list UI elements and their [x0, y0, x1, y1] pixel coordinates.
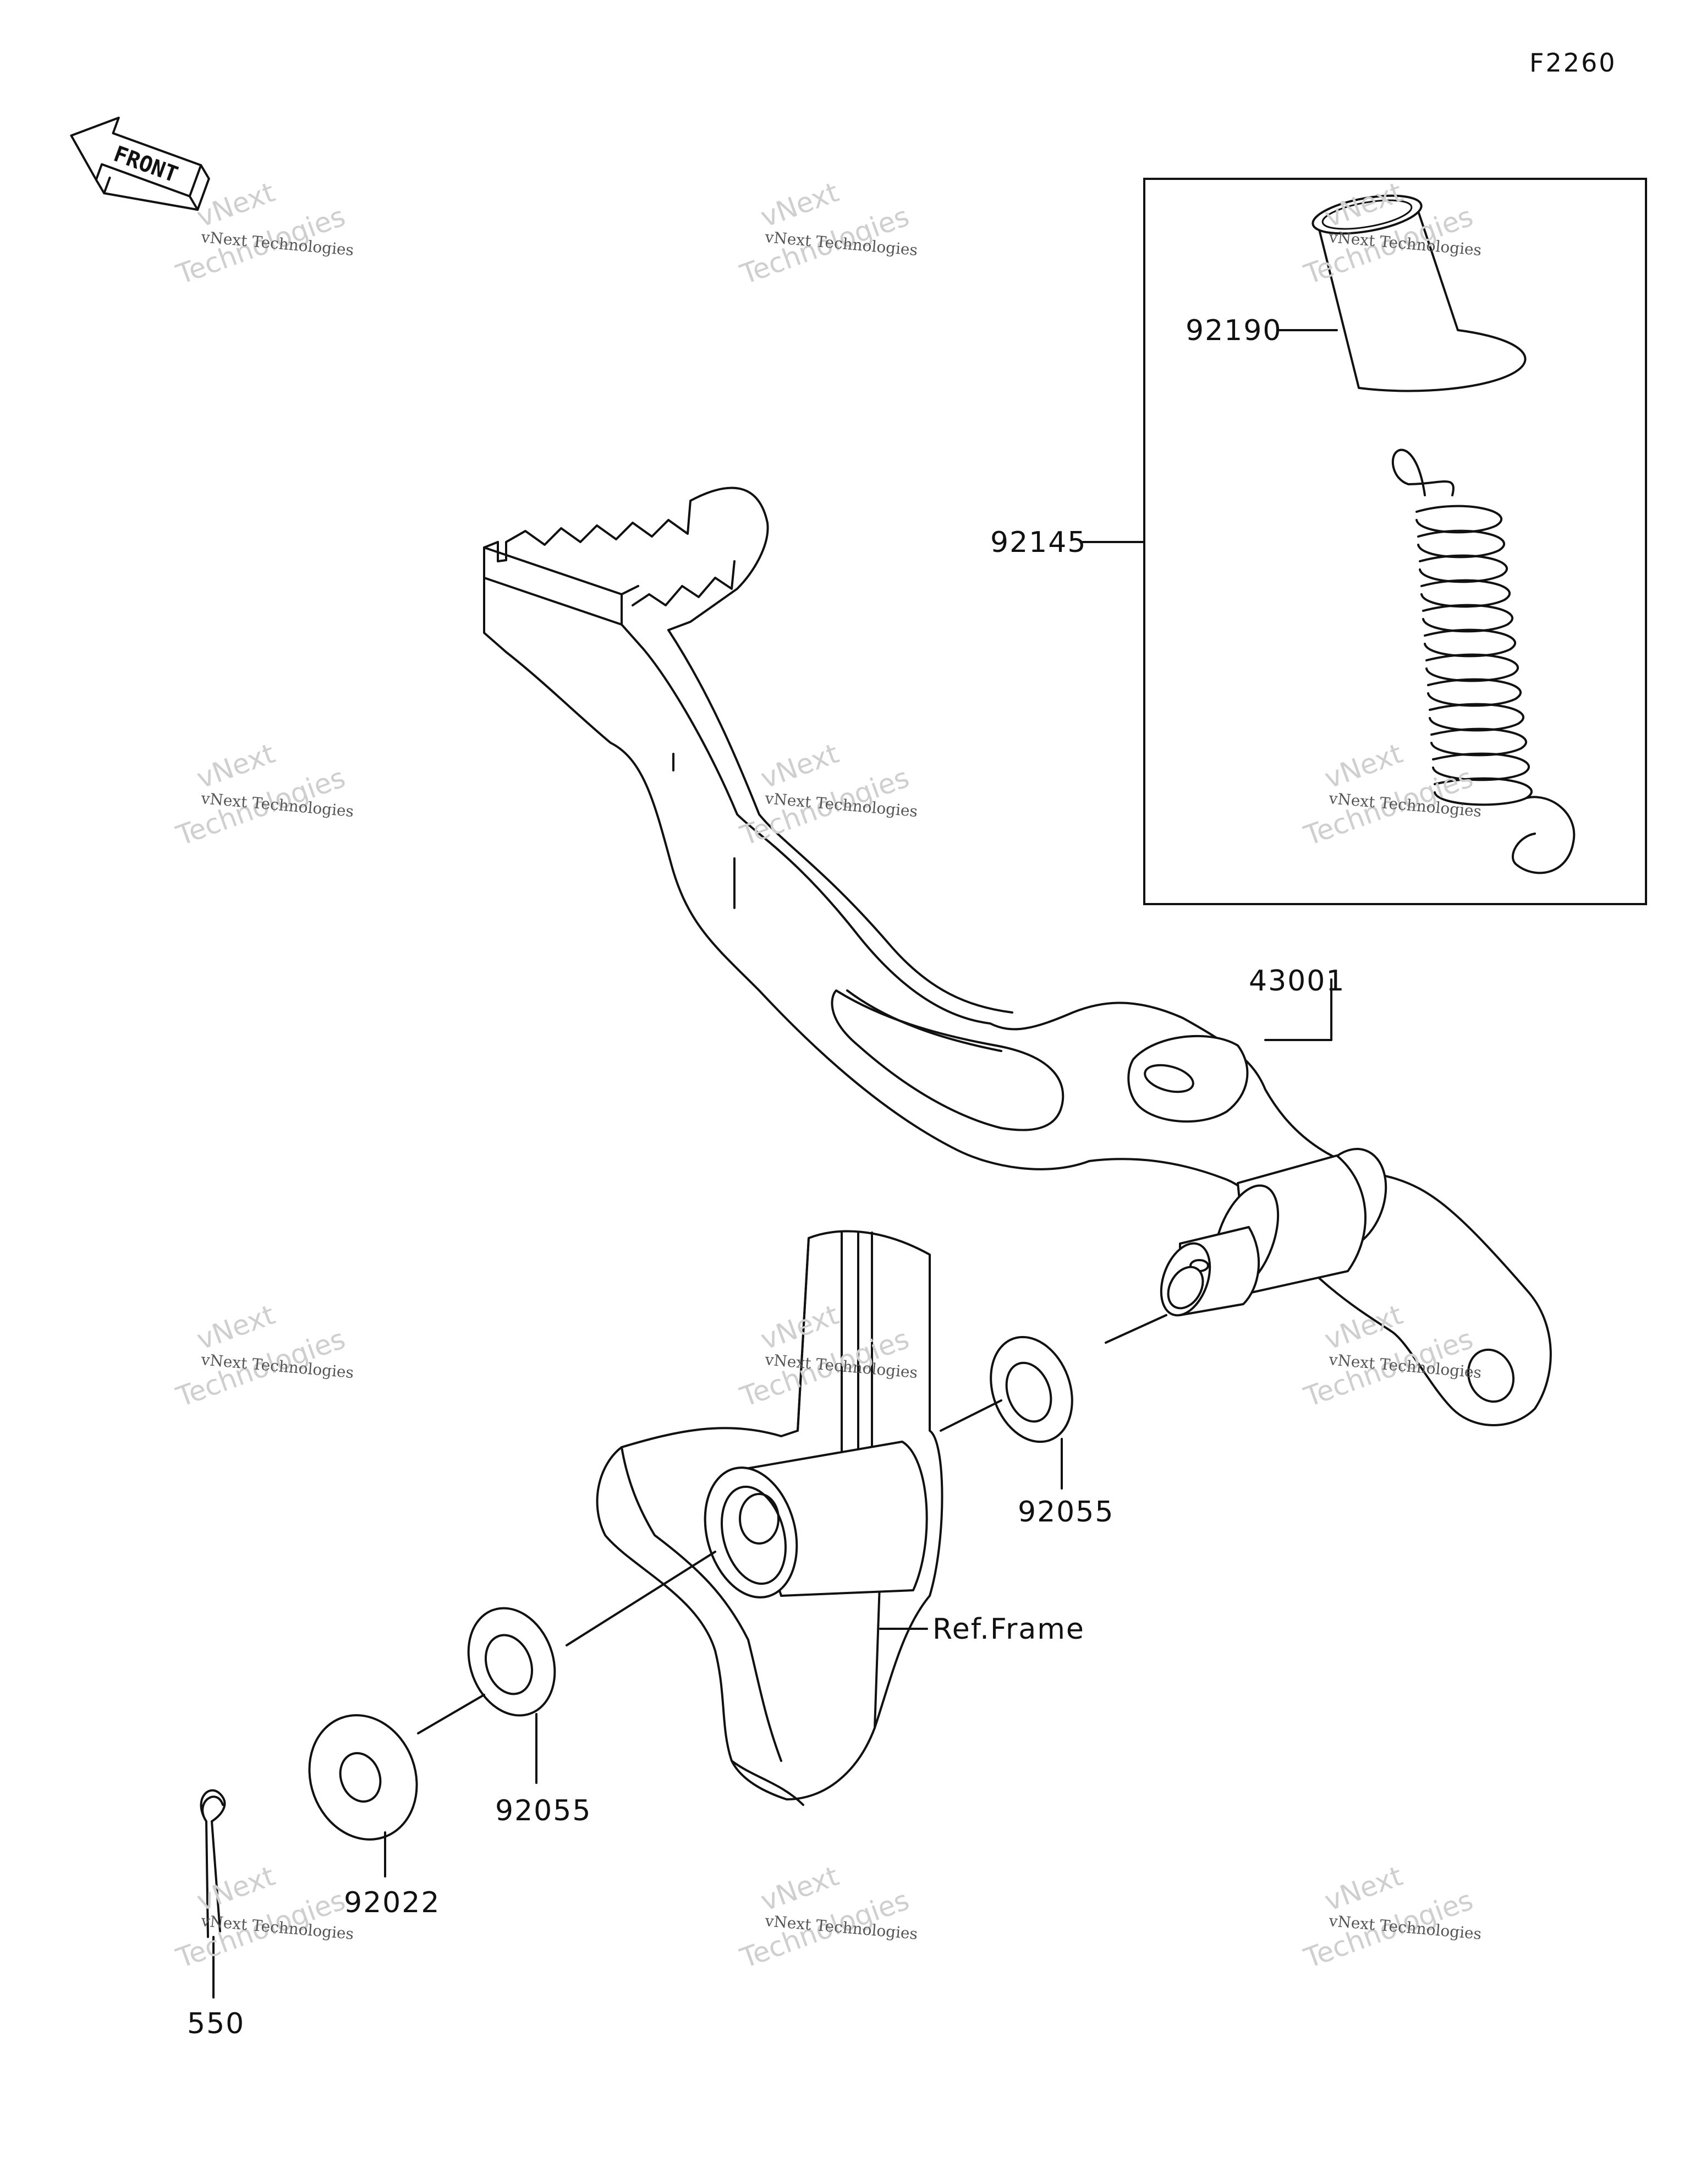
svg-text:vNext: vNext [193, 176, 279, 233]
collar-sleeve [1312, 194, 1527, 392]
svg-text:vNext: vNext [193, 737, 279, 795]
svg-text:vNext: vNext [193, 1299, 279, 1356]
watermark: vNext Technologies vNext Technologies [1299, 1860, 1482, 1975]
watermark: vNext Technologies vNext Technologies [736, 1860, 918, 1975]
return-spring [1391, 448, 1576, 874]
svg-text:vNext: vNext [756, 737, 843, 795]
svg-text:vNext: vNext [756, 1860, 843, 1917]
cotter-pin [200, 1789, 226, 1938]
watermark: vNext Technologies vNext Technologies [172, 1860, 354, 1975]
svg-text:vNext: vNext [1320, 737, 1407, 795]
svg-text:vNext: vNext [193, 1860, 279, 1917]
label-92022: 92022 [344, 1886, 440, 1919]
watermark: vNext Technologies vNext Technologies [736, 176, 918, 291]
watermark: vNext Technologies vNext Technologies [736, 737, 918, 852]
label-92190: 92190 [1186, 314, 1282, 347]
watermark: vNext Technologies vNext Technologies [172, 1299, 354, 1414]
washer-92055-middle [467, 1607, 556, 1717]
watermark: vNext Technologies vNext Technologies [172, 737, 354, 852]
label-92145: 92145 [990, 526, 1087, 559]
washer-92055-right [990, 1335, 1073, 1443]
svg-text:vNext: vNext [756, 176, 843, 233]
brake-pedal [483, 486, 1552, 1426]
label-43001: 43001 [1249, 965, 1345, 998]
svg-text:vNext: vNext [1320, 1860, 1407, 1917]
label-92055-right: 92055 [1018, 1496, 1114, 1529]
watermark: vNext Technologies vNext Technologies [172, 176, 354, 291]
washer-92022 [308, 1714, 418, 1841]
label-92055-middle: 92055 [495, 1794, 591, 1827]
diagram-code: F2260 [1529, 48, 1617, 78]
frame-reference [596, 1230, 943, 1806]
label-550: 550 [187, 2007, 245, 2040]
label-ref-frame: Ref.Frame [932, 1613, 1085, 1646]
